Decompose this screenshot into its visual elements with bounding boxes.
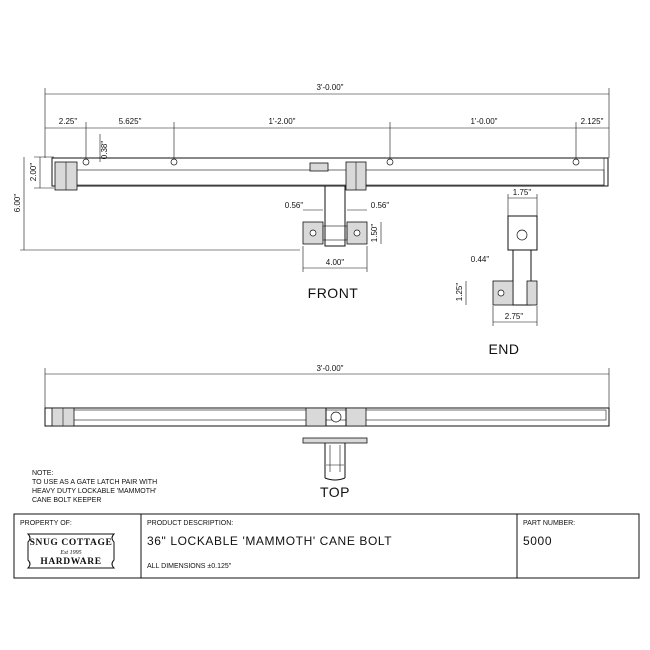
top-view: 3'-0.00" TOP <box>44 364 610 500</box>
end-lock-hole <box>516 229 528 241</box>
end-width-top-label: 1.75" <box>513 188 532 197</box>
keeper-width-label: 4.00" <box>326 258 345 267</box>
part-number-label: PART NUMBER: <box>523 520 575 527</box>
end-width-bottom-label: 2.75" <box>505 312 524 321</box>
front-view: 3'-0.00" 2.25" 5.625" 1'-2.00" 1'-0.00" … <box>13 83 610 301</box>
keeper-hole-left <box>309 229 317 237</box>
seg-4-label: 1'-0.00" <box>470 117 497 126</box>
note-line-4: CANE BOLT KEEPER <box>32 497 101 504</box>
end-hole <box>497 289 505 297</box>
property-label: PROPERTY OF: <box>20 520 72 527</box>
top-lock-hole <box>330 411 342 423</box>
logo-line-3: HARDWARE <box>40 557 101 567</box>
top-view-label: TOP <box>320 484 350 500</box>
logo-line-1: SNUG COTTAGE <box>30 538 113 548</box>
keeper-hole-right <box>353 229 361 237</box>
keeper-height-label: 1.50" <box>370 224 379 243</box>
bar-end-cap <box>603 157 609 187</box>
title-block: PROPERTY OF: SNUG COTTAGE Est 1995 HARDW… <box>13 513 640 579</box>
top-keeper-plate <box>302 437 368 444</box>
handle-shaft <box>324 185 346 247</box>
note-line-1: NOTE: <box>32 470 53 477</box>
bolt-bar-outer <box>51 157 609 187</box>
end-shaft <box>512 249 532 306</box>
product-description: 36" LOCKABLE 'MAMMOTH' CANE BOLT <box>147 534 392 548</box>
description-label: PRODUCT DESCRIPTION: <box>147 520 233 527</box>
end-height-label: 1.25" <box>455 283 464 302</box>
end-view: 1.75" 0.44" 1.25" 2.75" END <box>455 188 538 357</box>
hole-offset-label: 0.38" <box>100 141 109 160</box>
top-shaft-end <box>324 477 346 481</box>
front-view-label: FRONT <box>308 285 359 301</box>
logo-frame <box>26 533 116 569</box>
mount-hole-4 <box>572 158 580 166</box>
keeper-center <box>322 225 348 241</box>
note-line-3: HEAVY DUTY LOCKABLE 'MAMMOTH' <box>32 488 156 495</box>
note-block: NOTE: TO USE AS A GATE LATCH PAIR WITH H… <box>32 470 157 504</box>
logo-line-2: Est 1995 <box>59 550 81 556</box>
title-block-frame <box>13 513 640 579</box>
top-center-bracket-right <box>345 407 367 427</box>
seg-1-label: 2.25" <box>59 117 78 126</box>
part-number: 5000 <box>523 534 552 548</box>
keeper-gap-left-label: 0.56" <box>285 201 304 210</box>
top-center-bracket-left <box>305 407 327 427</box>
mount-hole-2 <box>170 158 178 166</box>
total-height-label: 6.00" <box>13 194 22 213</box>
bar-height-label: 2.00" <box>29 163 38 182</box>
note-line-2: TO USE AS A GATE LATCH PAIR WITH <box>32 479 157 486</box>
overall-length-label: 3'-0.00" <box>316 83 343 92</box>
company-logo: SNUG COTTAGE Est 1995 HARDWARE <box>26 533 116 569</box>
top-bar-outer <box>44 407 610 427</box>
end-plate-right <box>526 280 538 306</box>
mount-hole-1 <box>82 158 90 166</box>
end-offset-label: 0.44" <box>471 255 490 264</box>
bolt-bar-channel <box>55 169 605 186</box>
seg-5-label: 2.125" <box>581 117 604 126</box>
center-tab <box>309 162 329 172</box>
tolerance-note: ALL DIMENSIONS ±0.125" <box>147 563 232 570</box>
seg-3-label: 1'-2.00" <box>268 117 295 126</box>
end-view-label: END <box>488 341 519 357</box>
top-overall-length-label: 3'-0.00" <box>316 364 343 373</box>
mount-hole-3 <box>386 158 394 166</box>
top-center-body <box>325 407 347 427</box>
keeper-gap-right-label: 0.56" <box>371 201 390 210</box>
seg-2-label: 5.625" <box>119 117 142 126</box>
